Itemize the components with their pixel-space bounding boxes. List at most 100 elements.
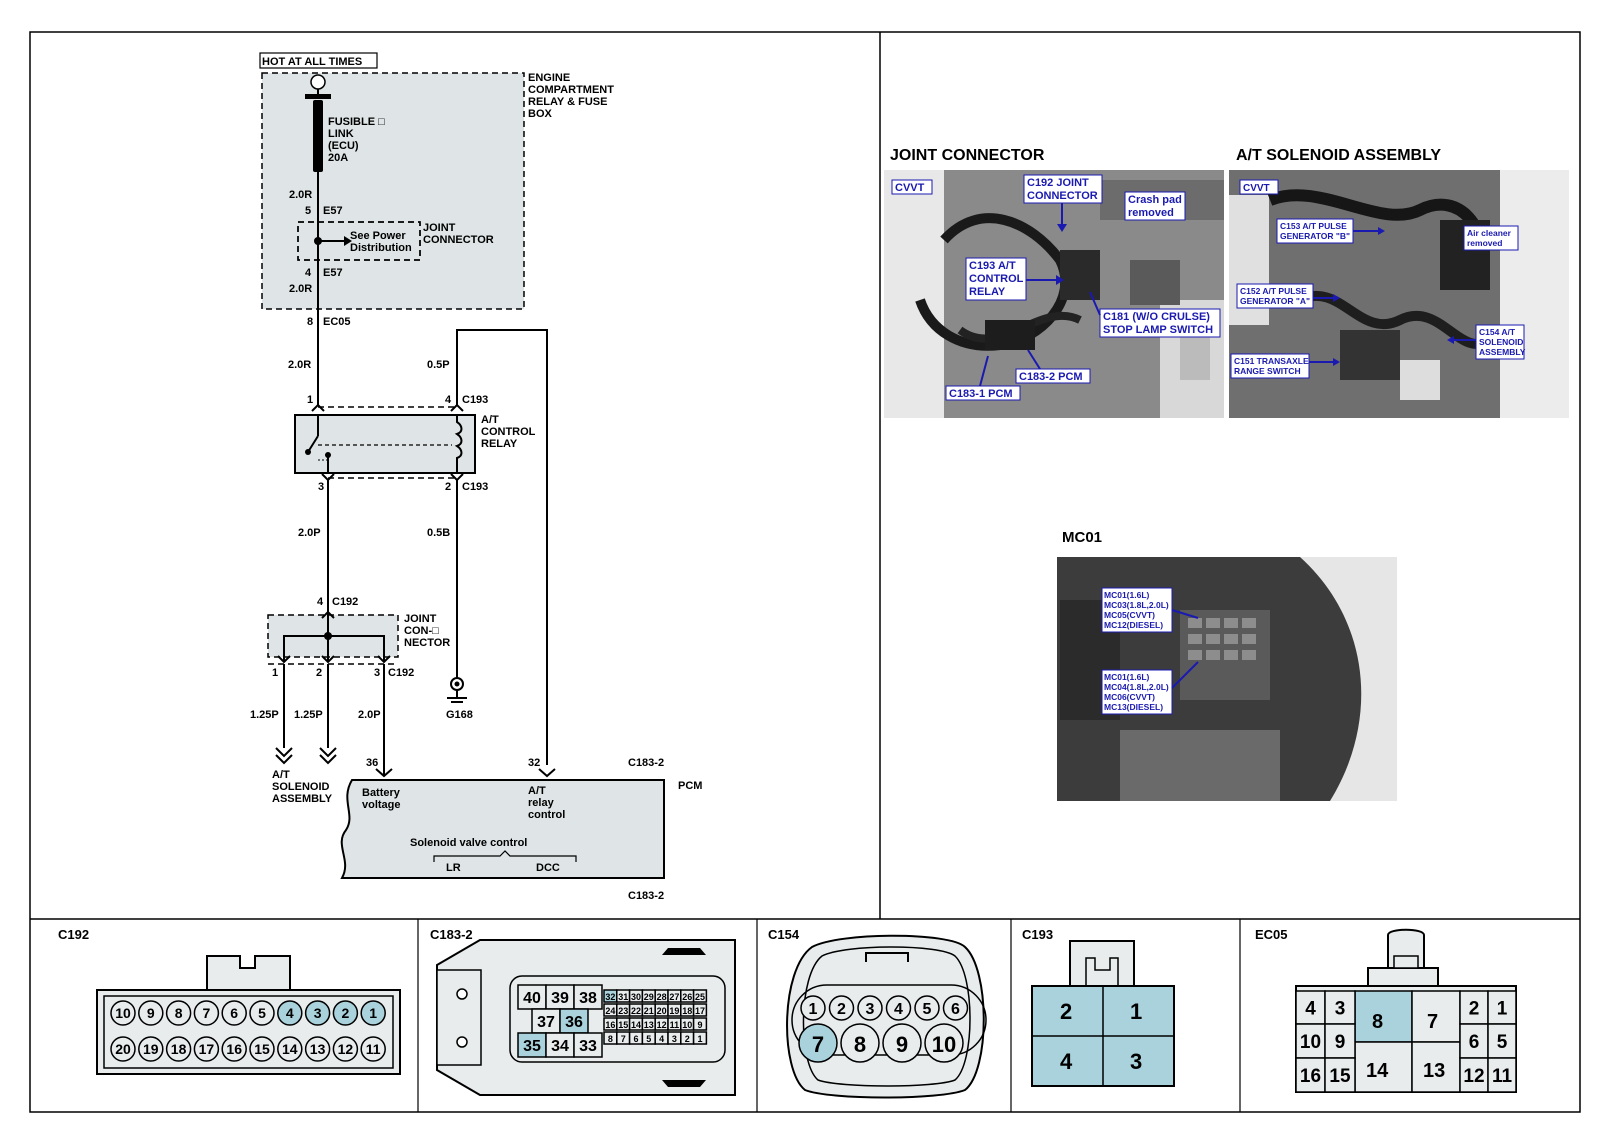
label-bg	[945, 385, 1021, 401]
wire-label: 2.0P	[358, 709, 381, 721]
arrow-down-icon	[1057, 224, 1067, 232]
ec05-pin-label: 10	[1300, 1032, 1321, 1053]
fuse-cap	[305, 94, 331, 99]
c183-pin-label: 36	[565, 1014, 583, 1031]
c192-pin-18	[165, 1036, 192, 1062]
c193-pin: 4	[1060, 1049, 1073, 1074]
c192-pin-14	[277, 1036, 303, 1062]
c183-pin-label: 23	[618, 1006, 628, 1016]
c183-pin-35	[517, 1032, 547, 1058]
c192-pin-16	[221, 1036, 247, 1062]
ec05-pin: 7	[1427, 1011, 1438, 1033]
connector-label: C192	[332, 596, 358, 608]
lr-label: LR	[446, 862, 461, 874]
crash-pad-label: Crash pad removed	[1128, 194, 1185, 219]
ec05-pin: 8	[1372, 1011, 1383, 1033]
hot-label-box	[259, 52, 378, 69]
c154-pin-6	[942, 995, 969, 1021]
c181-label: C181 (W/O CRULSE) STOP LAMP SWITCH	[1103, 311, 1213, 336]
ec05-pin-12	[1459, 1057, 1489, 1093]
c183-pin-label: 40	[523, 990, 541, 1007]
c192-shell	[96, 989, 401, 1075]
wire-label: 0.5B	[427, 527, 450, 539]
connector-label: E57	[323, 267, 343, 279]
ec05-pin-13-cell	[1411, 1041, 1461, 1093]
wire-label: 2.0R	[289, 283, 312, 295]
c192-pin-20	[110, 1036, 136, 1062]
c183-pin-label: 35	[523, 1038, 541, 1055]
c183-pin-label: 7	[621, 1034, 626, 1044]
arrow-right-icon	[344, 236, 352, 246]
c192-pin-19	[138, 1036, 164, 1062]
c183-pin-label: 11	[670, 1020, 680, 1030]
c183-pin-33	[573, 1032, 603, 1058]
solenoid-bracket	[433, 850, 577, 862]
c192-pin-label: 1	[369, 1005, 377, 1021]
ec05-pin-label: 6	[1469, 1032, 1480, 1053]
c154-pin-label: 6	[951, 1001, 960, 1018]
c154-label: C154 A/T SOLENOID ASSEMBLY	[1479, 327, 1526, 357]
c192-pin-label: 4	[286, 1005, 294, 1021]
c192-pin-12	[332, 1036, 359, 1062]
c154-pin-2	[828, 995, 855, 1021]
c183-pin-39	[545, 984, 575, 1010]
label-bg	[1101, 669, 1173, 715]
c154-pin-9	[882, 1023, 922, 1063]
pin-label: 5	[305, 205, 311, 217]
wire-label: 0.5P	[427, 359, 450, 371]
battery-voltage-label: Battery voltage	[362, 787, 403, 811]
c183-pin-label: 39	[551, 990, 569, 1007]
c192-pin-label: 3	[314, 1005, 322, 1021]
c154-pin-10	[924, 1023, 964, 1063]
c192-pin-label: 20	[115, 1041, 131, 1057]
joint-connector-title: JOINT CONNECTOR	[890, 147, 1045, 164]
c192-pin-label: 5	[258, 1005, 266, 1021]
c192-pin-label: 16	[226, 1041, 242, 1057]
c183-pin-label: 20	[657, 1006, 667, 1016]
c183-flange	[436, 969, 482, 1066]
ec05-pin-label: 12	[1463, 1066, 1484, 1087]
c183-pin-label: 21	[644, 1006, 654, 1016]
ec05-pin-14-cell	[1354, 1041, 1413, 1093]
label-bg	[891, 179, 933, 195]
ec05-latch-tab	[1393, 955, 1419, 969]
c193-latch	[1069, 940, 1135, 987]
ec05-pin-label: 4	[1305, 999, 1316, 1020]
c154-pin-3	[857, 995, 883, 1021]
battery-photo	[1120, 730, 1280, 801]
cvvt-label: CVVT	[895, 182, 925, 194]
label-bg	[1101, 587, 1173, 633]
c183-pin-label: 29	[644, 992, 654, 1002]
fusible-link-label: FUSIBLE □ LINK (ECU) 20A	[328, 116, 388, 164]
c183-pin-label: 14	[631, 1020, 641, 1030]
c183-pin-label: 17	[695, 1006, 705, 1016]
relay-coil	[454, 415, 463, 473]
relay-control-wire	[456, 329, 548, 765]
c192-latch	[206, 955, 291, 991]
c183-pin-label: 33	[579, 1038, 597, 1055]
ec05-pin-label: 16	[1300, 1066, 1321, 1087]
c192-pin-label: 12	[338, 1041, 354, 1057]
c192-pin-label: 7	[203, 1005, 211, 1021]
c154-pin-8	[840, 1023, 880, 1063]
schematic: HOT AT ALL TIMES ENGINE COMPARTMENT RELA…	[250, 52, 702, 902]
c193-pin: 2	[1060, 999, 1072, 1024]
ec05-pin-8-cell	[1354, 990, 1413, 1043]
c192-pin-1	[360, 1000, 386, 1026]
wire-label: 2.0R	[288, 359, 311, 371]
c192-pin-label: 19	[143, 1041, 159, 1057]
label-bg	[1015, 368, 1091, 384]
ec05-pin-10	[1295, 1023, 1326, 1059]
relay-bottom-terminals	[321, 473, 464, 482]
solenoid-assembly-label: A/T SOLENOID ASSEMBLY	[272, 769, 333, 805]
arrow-right-icon	[1056, 275, 1064, 285]
label-bg	[1475, 324, 1525, 360]
pcm-label: PCM	[678, 780, 702, 792]
photo-region	[884, 170, 944, 418]
c192-pin-2	[332, 1000, 359, 1026]
c183-pin-label: 16	[605, 1020, 615, 1030]
